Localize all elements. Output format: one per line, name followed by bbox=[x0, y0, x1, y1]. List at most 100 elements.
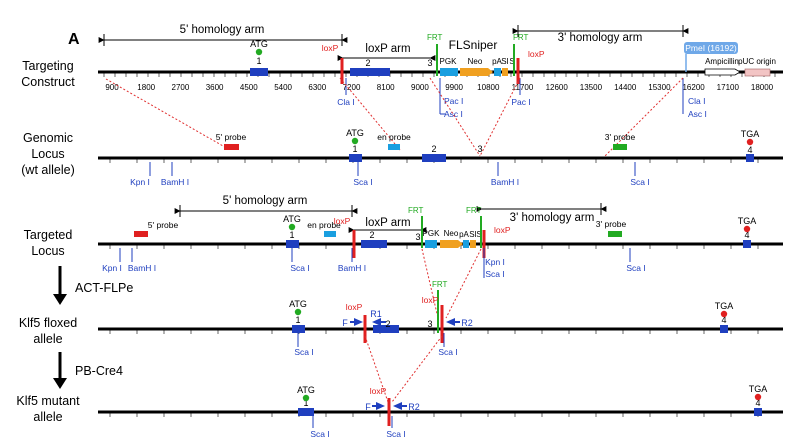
floxed-primer-r1 bbox=[372, 318, 381, 326]
genomic-atg-marker bbox=[351, 137, 359, 145]
mutant-label-2: allele bbox=[33, 410, 62, 424]
genomic-tga-marker bbox=[746, 138, 754, 146]
construct-exon-2-label: 2 bbox=[365, 58, 370, 68]
mutant-loxp-label: loxP bbox=[370, 386, 387, 396]
scale-tick-label: 9000 bbox=[411, 83, 429, 92]
targeted-tga-marker bbox=[743, 225, 751, 233]
construct-pa-label: pA bbox=[492, 57, 502, 66]
targeted-neo bbox=[440, 240, 463, 248]
targeted-pgk bbox=[425, 240, 437, 248]
floxed-sca-2: Sca I bbox=[438, 347, 457, 357]
construct-pgk bbox=[440, 68, 458, 76]
targeted-si-label: SI bbox=[469, 230, 477, 239]
scale-tick-label: 5400 bbox=[274, 83, 292, 92]
construct-loxp-1-label: loxP bbox=[322, 43, 339, 53]
mutant-primer-r2 bbox=[393, 402, 402, 410]
genomic-exon-4-label: 4 bbox=[747, 145, 752, 155]
scale-tick-label: 1800 bbox=[137, 83, 155, 92]
floxed-exon-4 bbox=[720, 325, 728, 333]
genomic-en-probe bbox=[388, 144, 400, 150]
construct-pac-right: Pac I bbox=[511, 97, 530, 107]
targeted-pgk-label: PGK bbox=[423, 229, 441, 238]
scale-tick-label: 14400 bbox=[614, 83, 637, 92]
floxed-sca-1: Sca I bbox=[294, 347, 313, 357]
targeting-label-1: Targeting bbox=[22, 59, 73, 73]
targeted-label-2: Locus bbox=[31, 244, 64, 258]
construct-neo bbox=[460, 68, 493, 76]
floxed-exon-2-label: 2 bbox=[385, 319, 390, 329]
scale-tick-label: 13500 bbox=[580, 83, 603, 92]
floxed-loxp-1-label: loxP bbox=[346, 302, 363, 312]
targeted-tga-label: TGA bbox=[738, 216, 757, 226]
targeted-pa bbox=[463, 240, 469, 248]
genomic-label-1: Genomic bbox=[23, 131, 73, 145]
scale-tick-label: 8100 bbox=[377, 83, 395, 92]
cre-step: PB-Cre4 bbox=[53, 352, 123, 389]
floxed-atg-marker bbox=[294, 308, 302, 316]
floxed-exon-1 bbox=[292, 325, 305, 333]
genomic-bamh-2: BamH I bbox=[491, 177, 519, 187]
genomic-en-probe-label: en probe bbox=[377, 132, 411, 142]
mutant-sca-1: Sca I bbox=[310, 429, 329, 439]
targeted-frt-1-label: FRT bbox=[408, 206, 424, 215]
construct-exon-1-label: 1 bbox=[256, 56, 261, 66]
construct-atg-marker bbox=[255, 48, 263, 56]
flpe-step: ACT-FLPe bbox=[53, 266, 133, 305]
targeted-en-probe bbox=[324, 231, 336, 237]
floxed-loxp-2-label: loxP bbox=[422, 295, 439, 305]
mutant-label-1: Klf5 mutant bbox=[16, 394, 80, 408]
construct-si-box bbox=[502, 68, 508, 76]
construct-3-homology-label: 3' homology arm bbox=[558, 32, 643, 44]
scale-tick-label: 6300 bbox=[308, 83, 326, 92]
scale-tick-label: 3600 bbox=[206, 83, 224, 92]
panel-label: A bbox=[68, 31, 80, 48]
flpe-step-label: ACT-FLPe bbox=[75, 281, 133, 295]
construct-puc-label: pUC origin bbox=[738, 57, 776, 66]
floxed-label-2: allele bbox=[33, 332, 62, 346]
floxed-primer-f bbox=[354, 318, 363, 326]
targeting-label-2: Construct bbox=[21, 75, 75, 89]
targeted-kpn-1: Kpn I bbox=[102, 263, 122, 273]
targeted-3-probe bbox=[608, 231, 622, 237]
targeted-exon-4 bbox=[743, 240, 751, 248]
mutant-primer-r2-label: R2 bbox=[408, 402, 420, 412]
scale-tick-label: 18000 bbox=[751, 83, 774, 92]
floxed-label-1: Klf5 floxed bbox=[19, 316, 77, 330]
scale-tick-label: 9900 bbox=[445, 83, 463, 92]
mutant-primer-f-label: F bbox=[365, 402, 371, 412]
genomic-label-3: (wt allele) bbox=[21, 163, 75, 177]
construct-loxp-arm-label: loxP arm bbox=[365, 43, 410, 55]
construct-exon-3-label: 3 bbox=[427, 58, 432, 68]
construct-ampicillin-label: Ampicillin bbox=[705, 57, 739, 66]
targeted-5-homology-label: 5' homology arm bbox=[223, 195, 308, 207]
construct-cla-left: Cla I bbox=[337, 97, 354, 107]
construct-to-genomic-lines bbox=[105, 77, 684, 157]
floxed-primer-f-label: F bbox=[342, 318, 348, 328]
scale-tick-label: 17100 bbox=[717, 83, 740, 92]
mutant-exon-1 bbox=[298, 408, 314, 416]
targeted-exon-1-label: 1 bbox=[289, 230, 294, 240]
targeted-5-probe bbox=[134, 231, 148, 237]
scale-tick-label: 11700 bbox=[512, 83, 534, 92]
scale-tick-label: 900 bbox=[105, 83, 119, 92]
targeted-sca-2: Sca I bbox=[485, 269, 504, 279]
targeted-locus: 5' homology arm 3' homology arm loxP arm… bbox=[98, 195, 783, 279]
construct-exon-1 bbox=[250, 68, 268, 76]
targeted-sca-3: Sca I bbox=[626, 263, 645, 273]
construct-asc-left: Asc I bbox=[444, 109, 463, 119]
floxed-exon-2 bbox=[373, 325, 399, 333]
targeted-atg-marker bbox=[288, 223, 296, 231]
genomic-exon-3-label: 3 bbox=[477, 144, 482, 154]
targeted-neo-label: Neo bbox=[444, 229, 459, 238]
targeted-si-box bbox=[470, 240, 476, 248]
targeted-s-label: S bbox=[476, 230, 481, 239]
floxed-exon-1-label: 1 bbox=[295, 315, 300, 325]
genomic-3-probe bbox=[613, 144, 627, 150]
genomic-exon-2-label: 2 bbox=[431, 144, 436, 154]
genomic-sca-2: Sca I bbox=[630, 177, 649, 187]
targeted-exon-4-label: 4 bbox=[744, 230, 749, 240]
targeted-exon-2-label: 2 bbox=[369, 230, 374, 240]
targeted-pa-label: pA bbox=[459, 230, 469, 239]
